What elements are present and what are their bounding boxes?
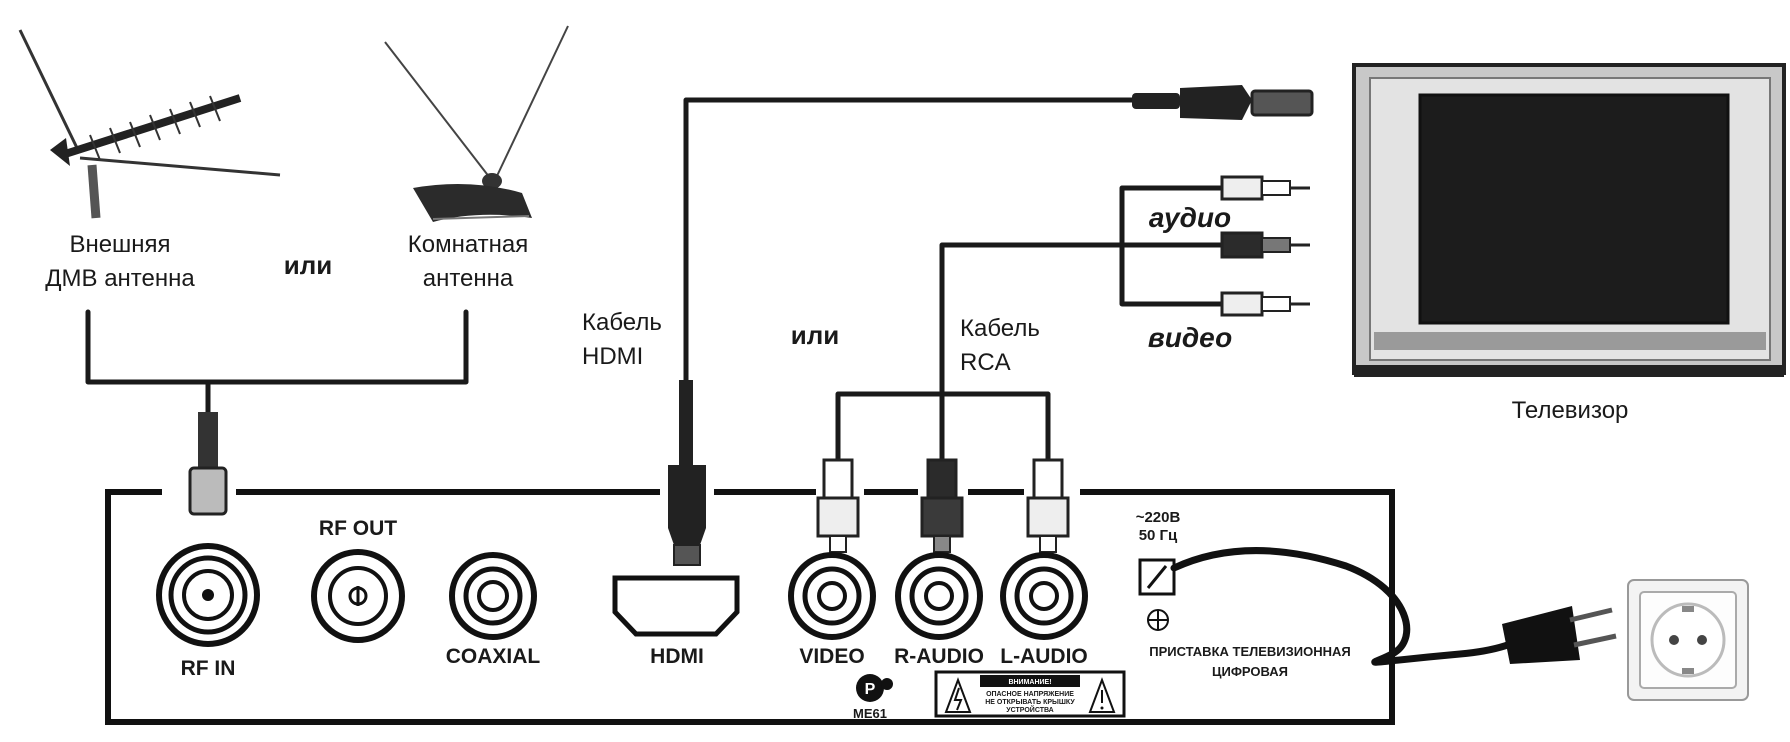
rca-cable-audio-r [939, 242, 1225, 481]
coaxial-label: COAXIAL [446, 645, 541, 668]
rca-cable-bundle [1119, 185, 1225, 307]
l-audio-port-label: L-AUDIO [1000, 645, 1088, 668]
warning-line3: УСТРОЙСТВА [1006, 705, 1053, 714]
rca-cable-label-line1: Кабель [960, 315, 1040, 342]
rca-box-plugs [816, 458, 1070, 553]
rf-plug [188, 466, 228, 516]
power-inlet [1138, 558, 1176, 596]
back-panel-outline [105, 489, 1395, 725]
power-frequency-label: 50 Гц [1139, 527, 1178, 544]
rf-out-label: RF OUT [319, 517, 397, 540]
device-name-line2: ЦИФРОВАЯ [1212, 664, 1288, 679]
svg-text:Р: Р [865, 681, 876, 698]
outdoor-antenna-label-line2: ДМВ антенна [45, 265, 195, 292]
l-audio-port [1000, 552, 1088, 640]
video-port [788, 552, 876, 640]
warning-title: ВНИМАНИЕ! [1008, 679, 1051, 686]
rf-in-label: RF IN [181, 657, 236, 680]
antenna-cable [85, 309, 469, 433]
tv-icon [1352, 63, 1786, 377]
certification-mark-icon: Р [856, 674, 893, 702]
warning-line2: НЕ ОТКРЫВАТЬ КРЫШКУ [985, 699, 1075, 706]
power-cord [1170, 547, 1536, 666]
or-label-antennas: или [284, 250, 332, 280]
hdmi-tv-plug [1132, 85, 1314, 120]
coaxial-port [449, 552, 537, 640]
warning-line1: ОПАСНОЕ НАПРЯЖЕНИЕ [986, 691, 1074, 698]
tv-label: Телевизор [1512, 397, 1629, 424]
power-plug-icon [1502, 606, 1617, 664]
rf-in-port [156, 543, 260, 647]
hdmi-cable-label-line1: Кабель [582, 309, 662, 336]
hdmi-port-label: HDMI [650, 645, 704, 668]
rca-tv-plugs [1220, 175, 1310, 317]
hdmi-cable [683, 97, 1135, 393]
r-audio-port [895, 552, 983, 640]
wall-socket-icon [1627, 579, 1749, 701]
hdmi-cable-label-line2: HDMI [582, 343, 643, 370]
audio-label: аудио [1149, 202, 1231, 233]
warning-label [934, 670, 1126, 718]
r-audio-port-label: R-AUDIO [894, 645, 984, 668]
hdmi-port [612, 575, 740, 637]
hdmi-box-plug [668, 380, 706, 566]
or-label-cables: или [791, 320, 839, 350]
video-label: видео [1148, 322, 1232, 353]
video-port-label: VIDEO [799, 645, 864, 668]
rf-plug-boot [198, 412, 218, 470]
rca-cable-label-line2: RCA [960, 349, 1011, 376]
certification-code: МЕ61 [853, 706, 887, 721]
outdoor-antenna-icon [18, 29, 281, 219]
indoor-antenna-label-line1: Комнатная [408, 231, 529, 258]
device-name-line1: ПРИСТАВКА ТЕЛЕВИЗИОННАЯ [1149, 644, 1351, 659]
ground-symbol-icon [1147, 609, 1169, 631]
outdoor-antenna-label-line1: Внешняя [69, 231, 170, 258]
indoor-antenna-icon [384, 25, 569, 222]
rf-out-port [311, 549, 405, 643]
power-voltage-label: ~220В [1136, 509, 1181, 526]
indoor-antenna-label-line2: антенна [423, 265, 514, 292]
